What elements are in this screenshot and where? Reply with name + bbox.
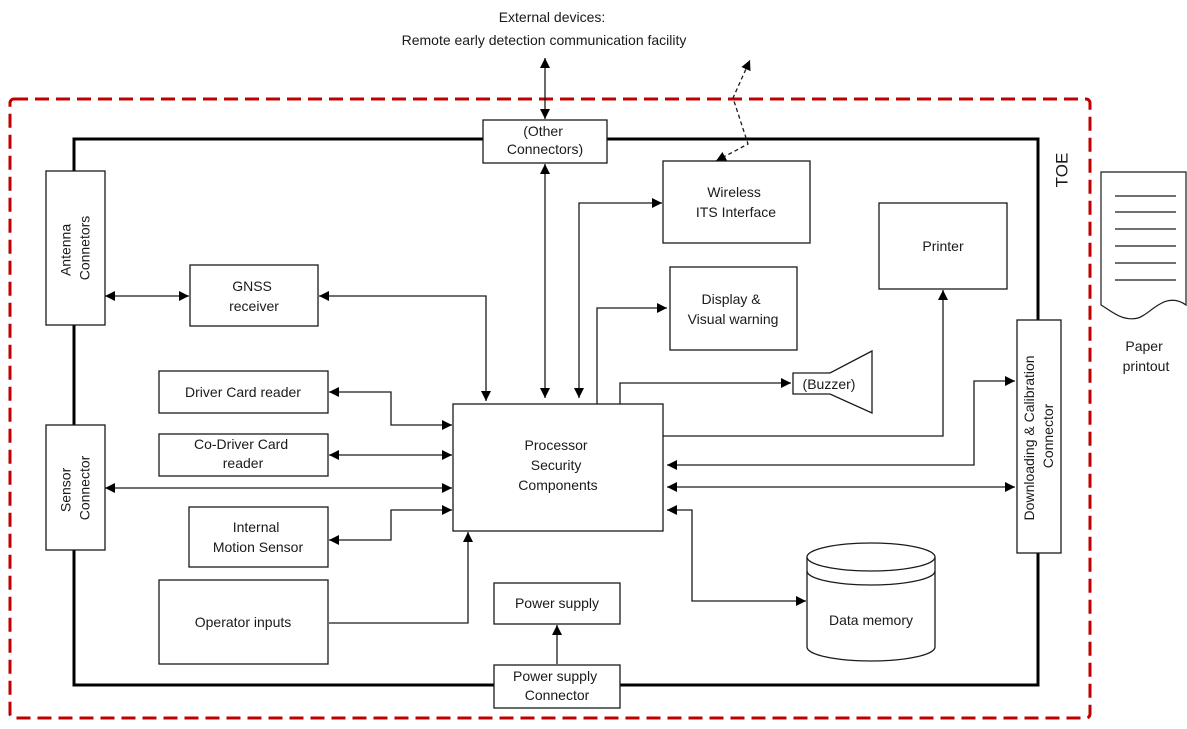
arrow-processor-display [596,303,667,404]
svg-text:Display & Visual warning: Display & Visual warning [688,291,779,327]
processor-line2: Security [531,457,582,473]
buzzer-label: (Buzzer) [803,376,856,392]
svg-text:Wireless ITS Interface: Wireless ITS Interface [696,184,776,220]
antenna-line1: Antenna [58,224,74,276]
power-supply-box: Power supply [493,582,621,625]
downloading-calibration-connector-box: Downloading & Calibration Connector [1016,319,1062,554]
wireless-its-line2: ITS Interface [696,204,776,220]
wireless-its-line1: Wireless [707,184,761,200]
display-line1: Display & [701,291,761,307]
svg-text:Co-Driver Card reader: Co-Driver Card reader [194,436,292,471]
external-devices-title: External devices: [499,9,606,25]
motion-line2: Motion Sensor [213,539,304,555]
svg-text:GNSS receiver: GNSS receiver [229,278,279,314]
download-line1: Downloading & Calibration [1021,355,1037,520]
svg-text:Power supply Connector: Power supply Connector [513,668,601,703]
co-driver-line2: reader [223,455,264,471]
co-driver-card-reader-box: Co-Driver Card reader [158,433,329,477]
toe-boundary [8,97,1092,720]
processor-security-box: Processor Security Components [452,403,664,532]
driver-card-label: Driver Card reader [185,384,301,400]
other-connectors-box: (Other Connectors) [482,119,608,164]
printer-label: Printer [922,238,964,254]
svg-text:Downloading & Calibration: Downloading & Calibration Connector [1021,352,1056,521]
motion-line1: Internal [233,519,280,535]
driver-card-reader-box: Driver Card reader [158,370,329,414]
power-connector-line2: Connector [525,687,590,703]
sensor-line2: Connector [77,455,93,520]
antenna-connectors-box: Antenna Connetors [45,170,106,326]
other-connectors-line2: Connectors) [507,141,583,157]
sensor-connector-box: Sensor Connector [45,424,106,551]
other-connectors-line1: (Other [523,123,563,139]
gnss-receiver-box: GNSS receiver [189,264,319,327]
toe-label: TOE [1052,153,1071,188]
display-line2: Visual warning [688,311,779,327]
arrow-processor-memory [667,505,806,606]
processor-line3: Components [518,477,597,493]
arrow-wireless-out [715,59,751,162]
svg-text:(Other Connectors): (Other Connectors) [507,123,583,157]
svg-text:Sensor Connector: Sensor Connector [58,455,93,520]
gnss-line2: receiver [229,298,279,314]
buzzer: (Buzzer) [792,349,873,415]
arrow-processor-download-upper [667,376,1015,470]
power-supply-label: Power supply [515,595,599,611]
arrow-processor-buzzer [619,378,791,404]
internal-motion-sensor-box: Internal Motion Sensor [188,506,329,568]
gnss-line1: GNSS [232,278,272,294]
processor-line1: Processor [525,437,588,453]
power-connector-line1: Power supply [513,668,597,684]
antenna-line2: Connetors [77,216,93,281]
data-memory-label: Data memory [829,612,913,628]
svg-text:Processor Security: Processor Security Components [518,437,597,493]
svg-text:Antenna Connetors: Antenna Connetors [58,216,93,281]
sensor-line1: Sensor [58,467,74,512]
paper-line1: Paper [1125,338,1163,354]
arrow-driver-card-processor [329,387,452,430]
download-line2: Connector [1040,403,1056,468]
external-devices-subtitle: Remote early detection communication fac… [402,32,687,48]
operator-inputs-box: Operator inputs [158,579,329,665]
operator-inputs-label: Operator inputs [195,614,292,630]
printer-box: Printer [878,202,1008,290]
arrow-gnss-processor [319,291,491,401]
connections [105,58,1015,664]
arrow-motion-processor [329,505,452,545]
wireless-its-box: Wireless ITS Interface [662,160,811,244]
arrow-processor-wireless [574,198,662,398]
arrow-operator-processor [329,532,473,624]
paper-printout: Paper printout [1100,171,1187,374]
data-memory-cylinder: Data memory [806,542,936,662]
display-visual-warning-box: Display & Visual warning [669,266,798,351]
svg-text:Internal Motion Sensor: Internal Motion Sensor [213,519,304,555]
svg-text:Paper printout: Paper printout [1123,338,1170,374]
paper-line2: printout [1123,358,1170,374]
power-supply-connector-box: Power supply Connector [493,664,621,709]
co-driver-line1: Co-Driver Card [194,436,288,452]
